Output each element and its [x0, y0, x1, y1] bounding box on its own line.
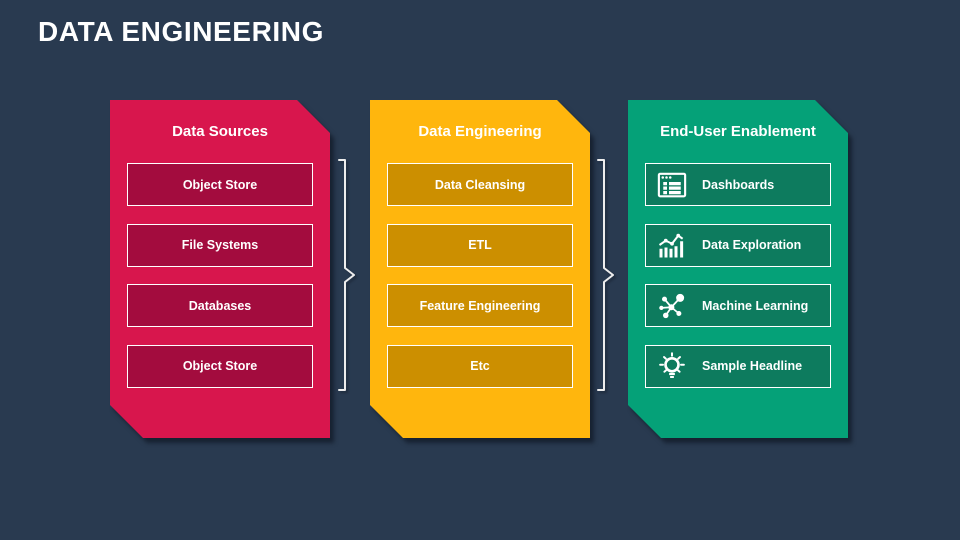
item-label: Data Exploration: [702, 238, 802, 252]
list-item: Dashboards: [645, 163, 831, 206]
item-list-data-sources: Object Store File Systems Databases Obje…: [127, 163, 313, 388]
page-title: DATA ENGINEERING: [38, 16, 324, 47]
panel-title-end-user-enablement: End-User Enablement: [660, 122, 816, 140]
bar-chart-trend-icon: [654, 228, 690, 262]
item-list-data-engineering: Data Cleansing ETL Feature Engineering E…: [387, 163, 573, 388]
list-item: Databases: [127, 284, 313, 327]
panel-shape-data-engineering: Data Engineering Data Cleansing ETL Feat…: [370, 100, 590, 438]
dashboard-window-icon: [654, 168, 690, 202]
curly-brace-connector-2: [597, 159, 614, 391]
item-label: Dashboards: [702, 177, 775, 192]
list-item: Etc: [387, 345, 573, 388]
item-label: Sample Headline: [702, 359, 803, 373]
list-item: Object Store: [127, 345, 313, 388]
lightbulb-icon: [654, 349, 690, 383]
list-item: File Systems: [127, 224, 313, 267]
panel-shape-end-user-enablement: End-User Enablement: [628, 100, 848, 438]
panel-title-data-engineering: Data Engineering: [418, 122, 542, 140]
list-item: Object Store: [127, 163, 313, 206]
list-item: Sample Headline: [645, 345, 831, 388]
list-item: Machine Learning: [645, 284, 831, 327]
panel-shape-data-sources: Data Sources Object Store File Systems D…: [110, 100, 330, 438]
item-label: Machine Learning: [702, 298, 809, 313]
list-item: ETL: [387, 224, 573, 267]
curly-brace-connector-1: [338, 159, 355, 391]
panel-title-data-sources: Data Sources: [172, 122, 268, 140]
panel-end-user-enablement: End-User Enablement: [628, 100, 848, 438]
network-nodes-icon: [654, 289, 690, 323]
list-item: Feature Engineering: [387, 284, 573, 327]
list-item: Data Cleansing: [387, 163, 573, 206]
panel-data-sources: Data Sources Object Store File Systems D…: [110, 100, 330, 438]
panel-data-engineering: Data Engineering Data Cleansing ETL Feat…: [370, 100, 590, 438]
list-item: Data Exploration: [645, 224, 831, 267]
item-list-end-user-enablement: Dashboards: [645, 163, 831, 388]
